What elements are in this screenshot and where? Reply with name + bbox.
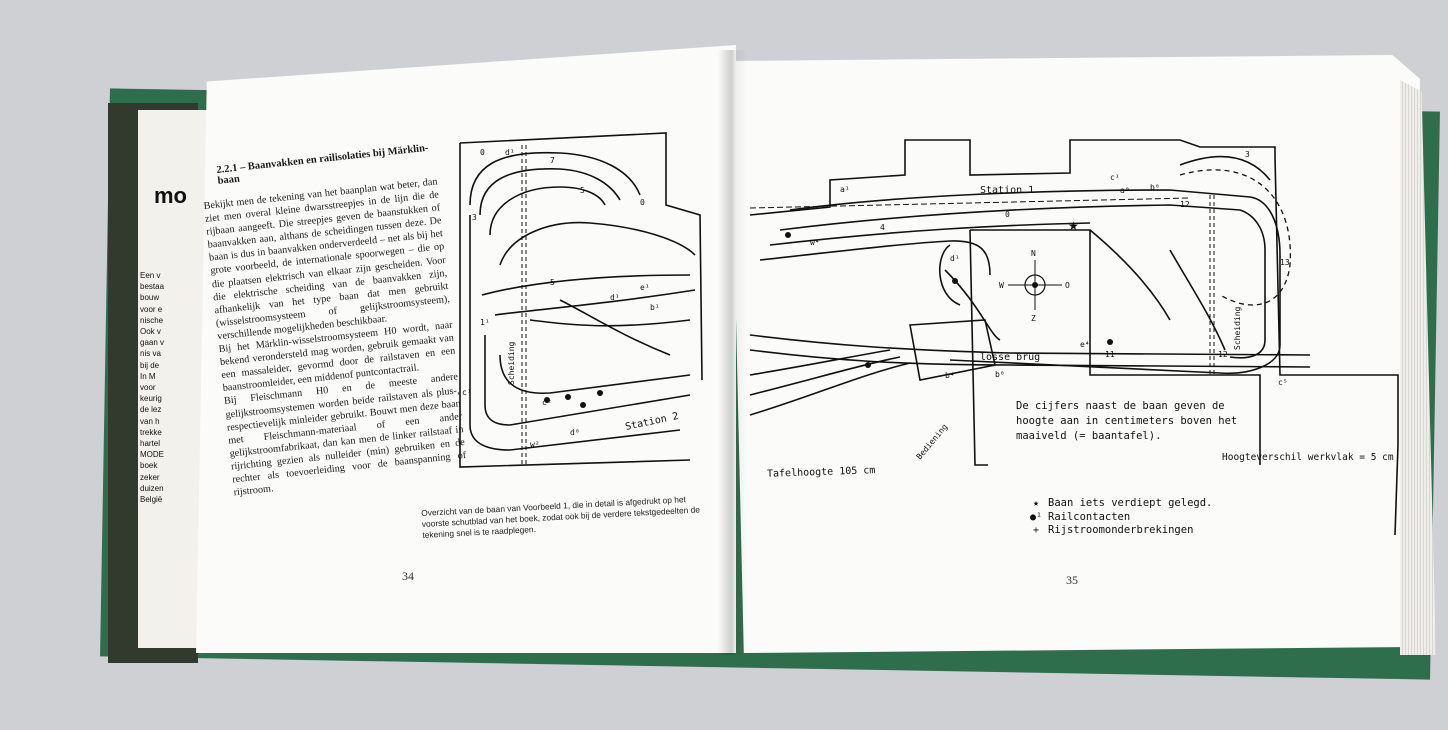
insert-text: Een v bestaa bouw voor e nische Ook v ga… (140, 271, 165, 505)
svg-text:w²: w² (530, 440, 540, 449)
page-number-right: 35 (1066, 573, 1078, 587)
svg-text:11: 11 (1105, 350, 1115, 359)
legend-row: ●¹ Railcontacten (1030, 511, 1212, 525)
svg-text:b¹: b¹ (650, 303, 660, 312)
right-diagram-border (749, 139, 1399, 536)
svg-text:w⁴: w⁴ (810, 238, 820, 247)
svg-text:★: ★ (1068, 219, 1079, 233)
svg-text:c¹: c¹ (462, 388, 472, 397)
svg-text:e⁴: e⁴ (1080, 340, 1090, 349)
station-1-label: Station 1 (980, 185, 1034, 196)
left-track-diagram: 0 d¹ 7 3 1¹ c¹ 5 0 5 d¹ e¹ b¹ c² w² d⁰ Station 2 S… (459, 132, 703, 468)
svg-text:d¹: d¹ (610, 293, 620, 302)
svg-text:12: 12 (1218, 350, 1228, 359)
svg-text:13: 13 (1280, 258, 1290, 267)
svg-text:7: 7 (550, 156, 555, 165)
svg-text:c¹: c¹ (1110, 173, 1120, 182)
legend-text: Baan iets verdiept gelegd. (1048, 497, 1213, 509)
svg-text:b⁴: b⁴ (945, 371, 955, 380)
compass-east: O (1065, 281, 1070, 290)
svg-text:d⁰: d⁰ (570, 428, 580, 437)
svg-text:5: 5 (550, 278, 555, 287)
diagram-border (459, 132, 703, 381)
page-number-left: 34 (402, 569, 414, 583)
svg-text:0: 0 (1005, 210, 1010, 219)
left-divider-label: Scheiding (507, 341, 516, 385)
svg-text:0: 0 (640, 198, 645, 207)
svg-text:4: 4 (880, 223, 885, 232)
right-divider-label: Scheiding (1233, 306, 1242, 350)
height-difference-label: Hoogteverschil werkvlak = 5 cm (1222, 452, 1394, 463)
loose-bridge-label: losse brug (980, 352, 1040, 363)
svg-text:3: 3 (472, 213, 477, 222)
svg-text:b⁰: b⁰ (1150, 183, 1160, 192)
svg-text:a¹: a¹ (840, 185, 850, 194)
dot-icon: ●¹ (1030, 511, 1043, 523)
star-icon: ★ (1032, 498, 1040, 509)
insert-logo: mo (154, 183, 187, 208)
svg-text:e¹: e¹ (640, 283, 650, 292)
svg-text:1¹: 1¹ (480, 318, 490, 327)
control-label: Bediening (915, 422, 950, 461)
legend-row: + Rijstroomonderbrekingen (1030, 524, 1212, 538)
height-note: De cijfers naast de baan geven de hoogte… (1016, 400, 1238, 442)
svg-text:b⁰: b⁰ (995, 370, 1005, 379)
svg-text:12: 12 (1180, 200, 1190, 209)
cross-icon: + (1032, 525, 1040, 536)
diagram-border-left (459, 143, 691, 468)
compass-north: N (1031, 249, 1036, 258)
compass-icon (1008, 260, 1062, 310)
book-gutter (718, 50, 748, 655)
svg-text:d¹: d¹ (950, 254, 960, 263)
legend: ★ Baan iets verdiept gelegd. ●¹ Railcont… (1030, 497, 1212, 538)
compass-west: W (999, 281, 1004, 290)
svg-text:c⁵: c⁵ (1278, 378, 1288, 387)
legend-row: ★ Baan iets verdiept gelegd. (1030, 497, 1212, 511)
svg-text:5: 5 (580, 186, 585, 195)
legend-text: Railcontacten (1048, 510, 1131, 523)
svg-text:c²: c² (542, 398, 552, 407)
svg-text:d¹: d¹ (505, 148, 515, 157)
svg-text:0: 0 (480, 148, 485, 157)
legend-text: Rijstroomonderbrekingen (1048, 524, 1194, 536)
right-track-diagram: ★ Station 1 losse brug Scheiding Bedieni… (749, 139, 1399, 536)
svg-text:3: 3 (1245, 150, 1250, 159)
left-page (196, 45, 736, 653)
body-text: Bekijkt men de tekening van het baanplan… (203, 176, 467, 499)
svg-text:a⁰: a⁰ (1120, 186, 1130, 195)
station-2-label: Station 2 (624, 411, 679, 433)
compass-south: Z (1031, 314, 1036, 323)
